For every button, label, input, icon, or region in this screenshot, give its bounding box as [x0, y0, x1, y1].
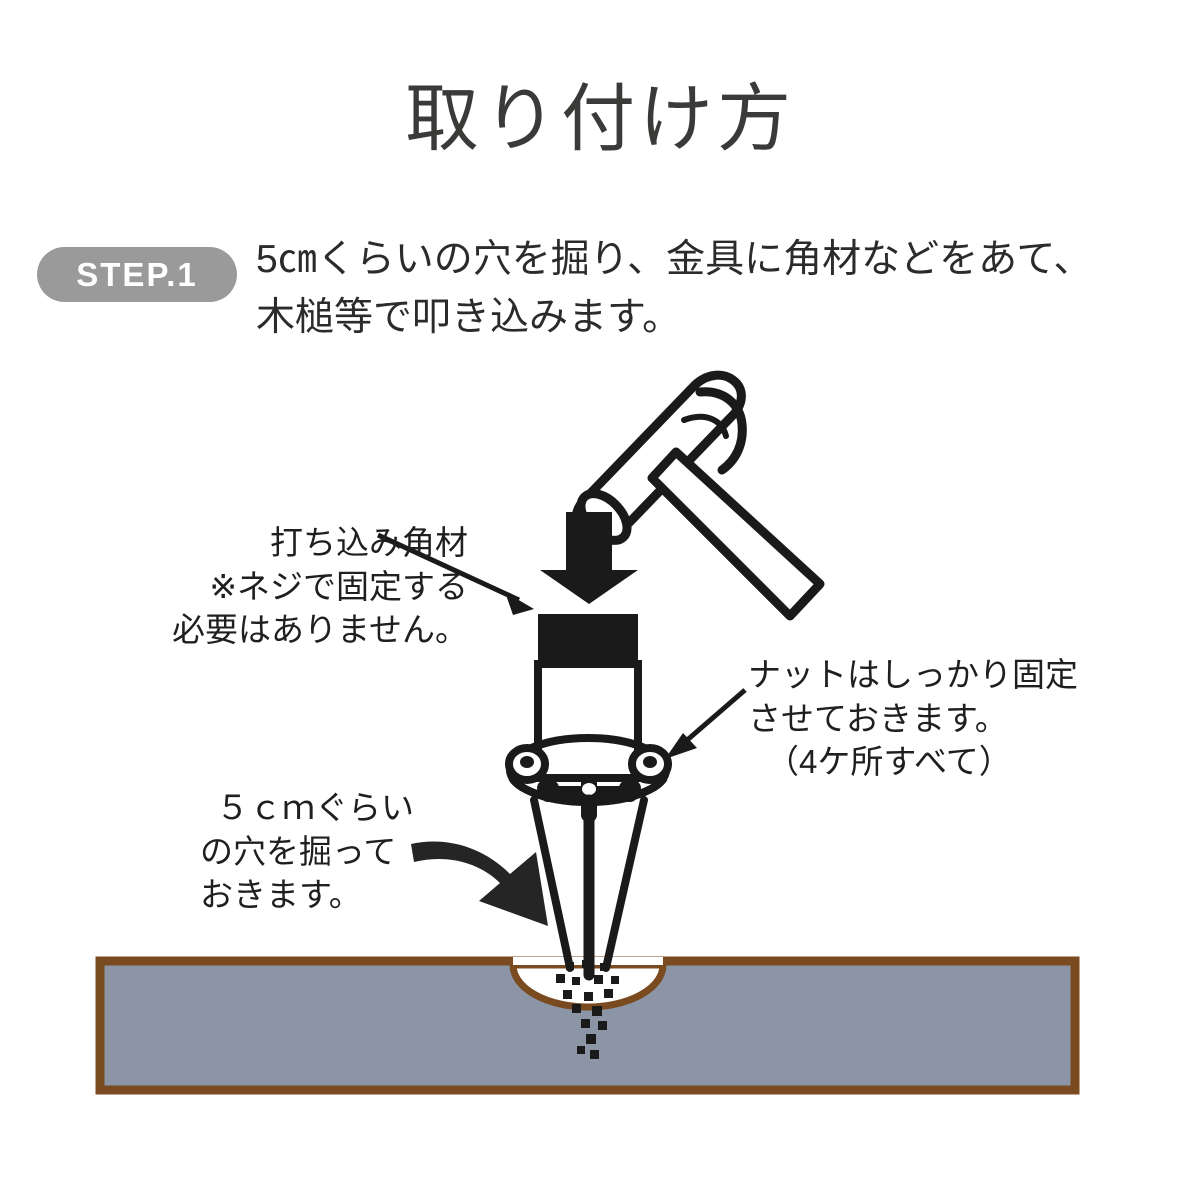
nut-left: [505, 744, 549, 784]
dirt-specks: [556, 960, 619, 1059]
step-instruction: 5㎝くらいの穴を掘り、金具に角材などをあて、 木槌等で叩き込みます。: [256, 231, 1116, 346]
curved-pointer-arrow: [411, 841, 548, 926]
annotation-nut-line-3: （4ケ所すべて）: [766, 743, 1012, 781]
downward-strike-arrow: [540, 512, 638, 604]
step-instruction-line-2: 木槌等で叩き込みます。: [256, 295, 682, 339]
step-instruction-line-1: 5㎝くらいの穴を掘り、金具に角材などをあて、: [256, 238, 1093, 281]
annotation-timber: 打ち込み角材 ※ネジで固定する 必要はありません。: [168, 521, 468, 652]
annotation-hole-line-2: の穴を掘って: [200, 832, 397, 870]
annotation-timber-line-3: 必要はありません。: [171, 611, 468, 649]
post-anchor-body: [534, 660, 642, 782]
annotation-timber-line-1: 打ち込み角材: [270, 524, 468, 561]
anchor-spike: [530, 794, 648, 981]
annotation-nut-line-2: させておきます。: [748, 699, 1008, 737]
annotation-hole-line-3: おきます。: [200, 876, 362, 914]
annotation-timber-line-2: ※ネジで固定する: [209, 567, 468, 605]
annotation-nut-line-1: ナットはしっかり固定: [748, 656, 1078, 693]
nut-right: [628, 744, 672, 784]
annotation-hole: ５ｃｍぐらい の穴を掘って おきます。: [200, 786, 430, 917]
driving-timber-block: [538, 614, 638, 666]
annotation-hole-line-1: ５ｃｍぐらい: [216, 789, 414, 826]
leader-line-timber: [376, 532, 534, 615]
annotation-nut: ナットはしっかり固定 させておきます。 （4ケ所すべて）: [748, 653, 1088, 784]
status-badge-step: STEP.1: [37, 247, 237, 302]
leader-line-nut: [665, 688, 747, 759]
page-title: 取り付け方: [405, 77, 795, 160]
